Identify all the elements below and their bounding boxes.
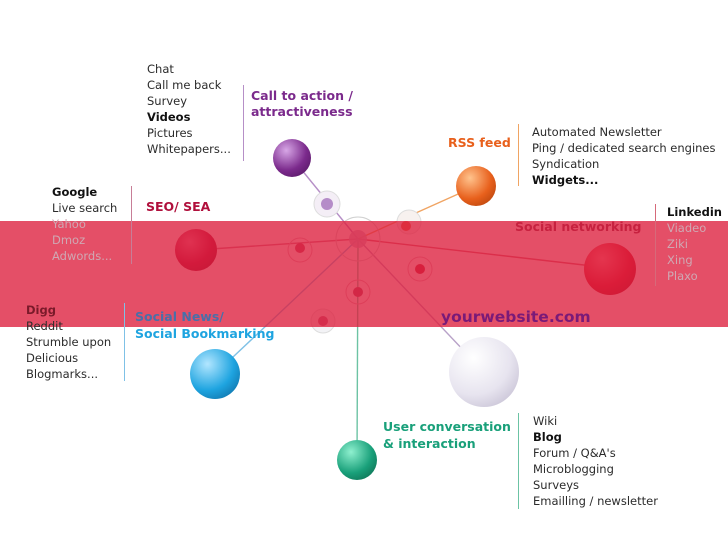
- list-item: Viadeo: [667, 221, 707, 235]
- list-item: Microblogging: [533, 462, 614, 476]
- list-item: Automated Newsletter: [532, 125, 662, 139]
- divider-rss: [518, 124, 519, 186]
- website-label: yourwebsite.com: [441, 308, 591, 326]
- list-item: Forum / Q&A's: [533, 446, 616, 460]
- list-item: Google: [52, 185, 98, 199]
- bubble-social-news: [190, 349, 240, 399]
- list-item: Survey: [147, 94, 188, 108]
- list-item: Strumble upon: [26, 335, 112, 349]
- list-item: Dmoz: [52, 233, 86, 247]
- list-item: Adwords...: [52, 249, 113, 263]
- list-item: Call me back: [147, 78, 222, 92]
- list-item: Reddit: [26, 319, 63, 333]
- list-item: Xing: [667, 253, 693, 267]
- dot-cta: [321, 198, 333, 210]
- list-item: Videos: [147, 110, 191, 124]
- list-item: Yahoo: [52, 217, 86, 231]
- category-seo: SEO/ SEA: [146, 199, 211, 214]
- divider-cta: [243, 85, 244, 161]
- bubble-website: [449, 337, 519, 407]
- list-item: Surveys: [533, 478, 579, 492]
- list-social-news: Digg Reddit Strumble upon Delicious Blog…: [26, 302, 111, 382]
- category-social-news: Social News/: [135, 309, 224, 324]
- list-item: Pictures: [147, 126, 193, 140]
- list-item: Widgets...: [532, 173, 599, 187]
- list-item: Ping / dedicated search engines: [532, 141, 716, 155]
- list-seo: Google Live search Yahoo Dmoz Adwords...: [52, 184, 117, 264]
- category-cta: Call to action /: [251, 88, 353, 103]
- list-item: Wiki: [533, 414, 558, 428]
- category-social-news-2: Social Bookmarking: [135, 326, 275, 341]
- highlight-band: [0, 221, 728, 327]
- list-item: Digg: [26, 303, 56, 317]
- list-item: Emailling / newsletter: [533, 494, 658, 508]
- category-cta-2: attractiveness: [251, 104, 353, 119]
- list-item: Whitepapers...: [147, 142, 231, 156]
- list-item: Ziki: [667, 237, 688, 251]
- divider-conversation: [518, 413, 519, 509]
- list-social-networking: Linkedin Viadeo Ziki Xing Plaxo: [667, 204, 722, 284]
- bubble-rss: [456, 166, 496, 206]
- category-social-networking: Social networking: [515, 219, 642, 234]
- list-cta: Chat Call me back Survey Videos Pictures…: [147, 61, 231, 157]
- category-rss: RSS feed: [448, 135, 511, 150]
- list-item: Linkedin: [667, 205, 722, 219]
- list-item: Syndication: [532, 157, 600, 171]
- list-item: Plaxo: [667, 269, 698, 283]
- list-item: Blogmarks...: [26, 367, 99, 381]
- list-item: Blog: [533, 430, 562, 444]
- divider-social-news: [124, 303, 125, 381]
- divider-seo: [131, 186, 132, 264]
- list-item: Delicious: [26, 351, 79, 365]
- bubble-cta: [273, 139, 311, 177]
- list-rss: Automated Newsletter Ping / dedicated se…: [532, 124, 716, 188]
- category-conversation-2: & interaction: [383, 436, 476, 451]
- list-item: Live search: [52, 201, 118, 215]
- category-conversation: User conversation: [383, 419, 511, 434]
- divider-social-networking: [655, 204, 656, 286]
- list-item: Chat: [147, 62, 174, 76]
- bubble-conversation: [337, 440, 377, 480]
- list-conversation: Wiki Blog Forum / Q&A's Microblogging Su…: [533, 413, 658, 509]
